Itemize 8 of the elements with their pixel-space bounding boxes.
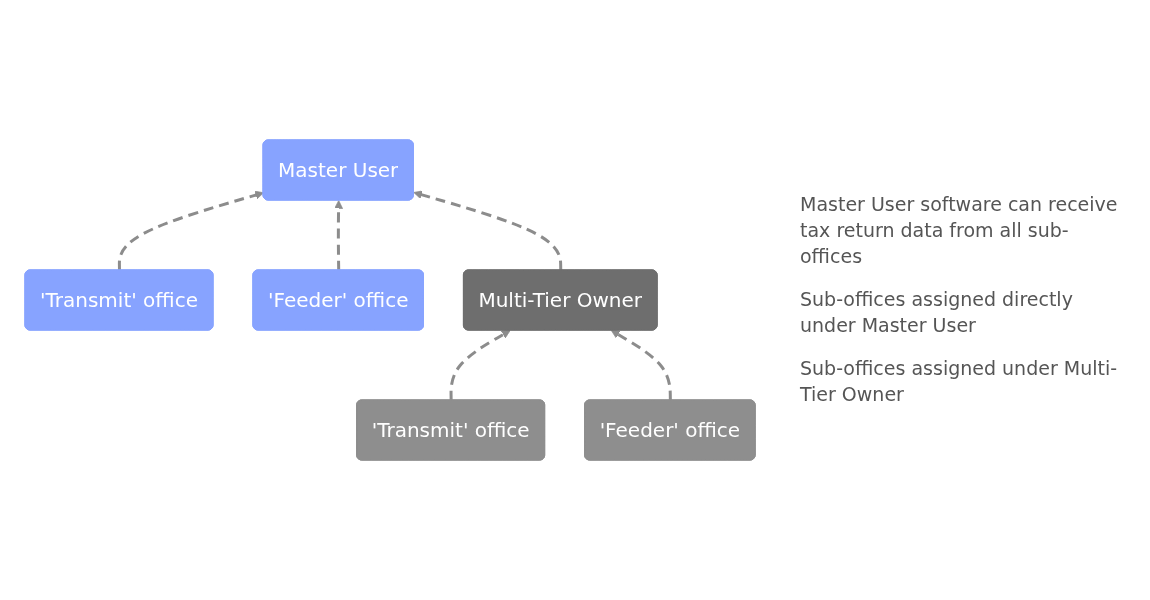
note-text: Sub-offices assigned directly under Master User: [800, 287, 1074, 338]
arrow: [117, 190, 264, 271]
note-text: Master User software can receive tax return data from all sub-offices: [800, 192, 1119, 269]
arrow: [334, 200, 343, 271]
arrow: [449, 330, 511, 401]
arrow: [413, 190, 563, 271]
note-text: Sub-offices assigned under Multi-Tier Owner: [800, 356, 1119, 408]
arrow: [610, 330, 672, 401]
